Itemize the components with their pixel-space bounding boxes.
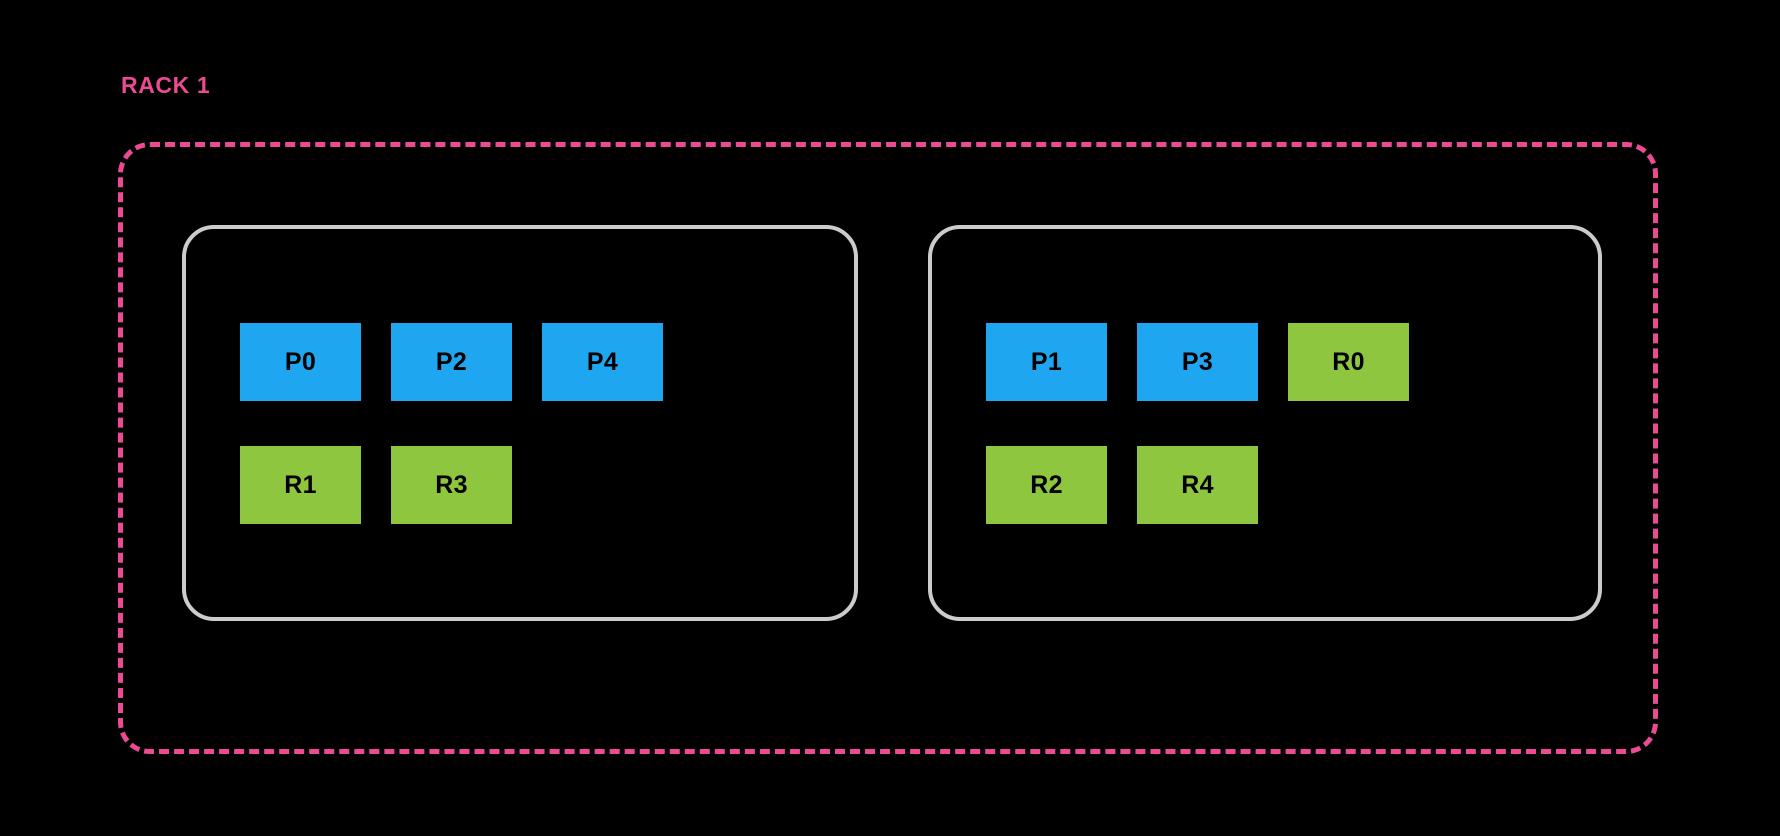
shard-cell-p4: P4 (542, 323, 663, 401)
rack-label: RACK 1 (121, 72, 211, 98)
shard-cell-r0: R0 (1288, 323, 1409, 401)
shard-cell-r1: R1 (240, 446, 361, 524)
shard-cell-p3: P3 (1137, 323, 1258, 401)
node-container-1 (182, 225, 858, 621)
shard-cell-p2: P2 (391, 323, 512, 401)
node-container-2 (928, 225, 1602, 621)
rack-boundary (118, 142, 1658, 754)
shard-cell-p0: P0 (240, 323, 361, 401)
shard-cell-r3: R3 (391, 446, 512, 524)
shard-cell-p1: P1 (986, 323, 1107, 401)
shard-cell-r2: R2 (986, 446, 1107, 524)
shard-cell-r4: R4 (1137, 446, 1258, 524)
